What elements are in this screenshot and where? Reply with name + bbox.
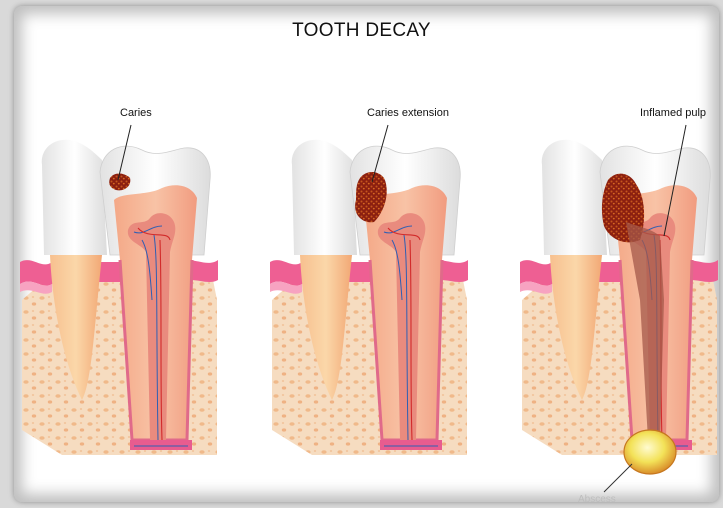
abscess xyxy=(624,430,676,474)
